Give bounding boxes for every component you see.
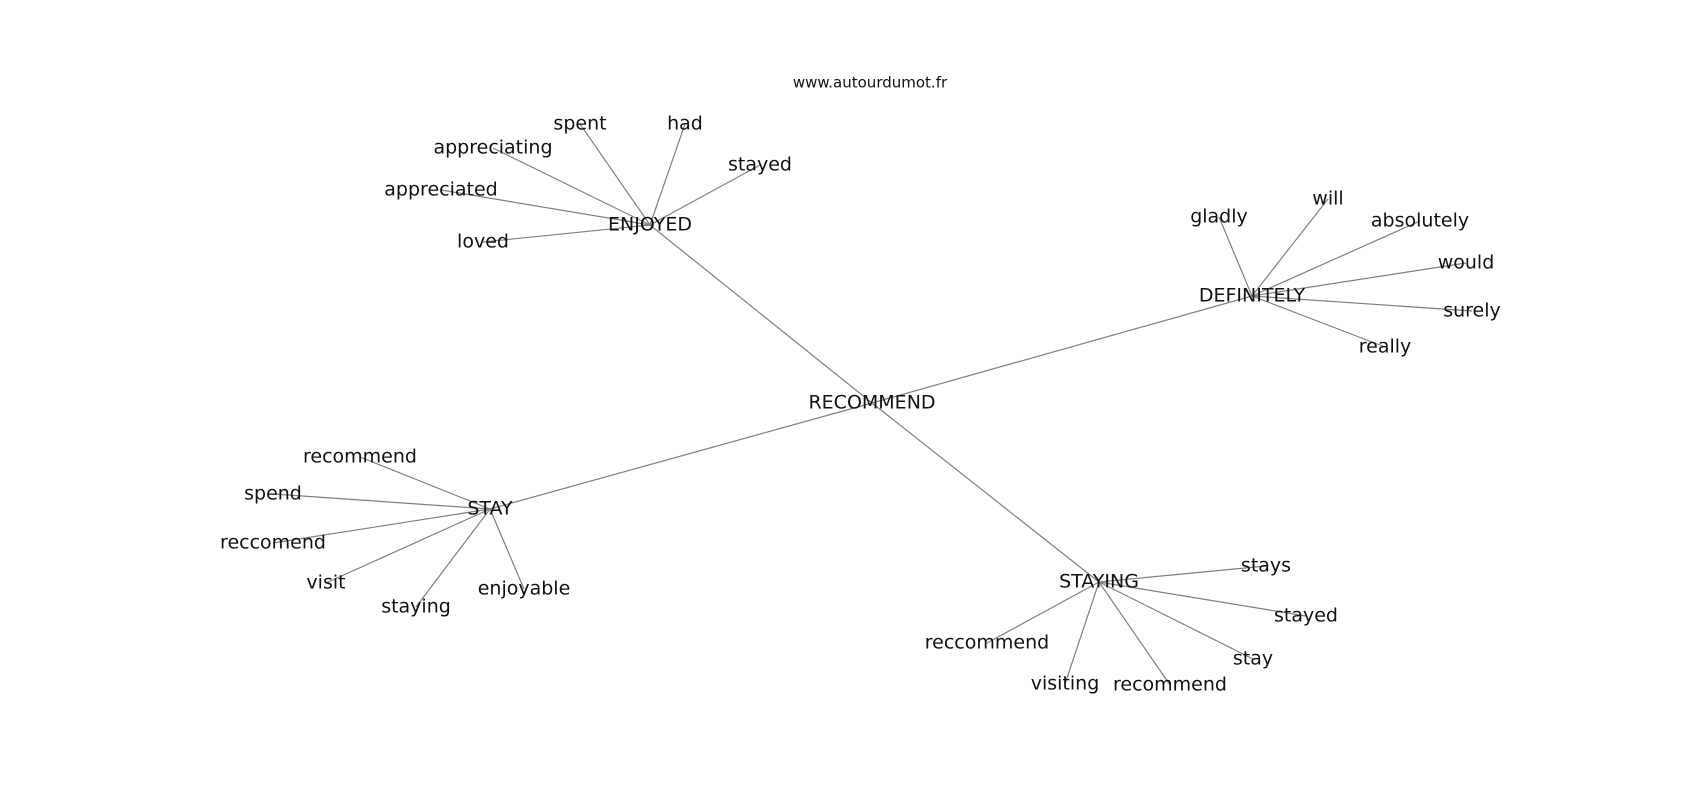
edge-hub-1-to-leaf-1 bbox=[1251, 198, 1329, 297]
leaf-node-label: really bbox=[1359, 336, 1412, 358]
leaf-node-label: recommend bbox=[1113, 674, 1227, 696]
edge-hub-2-to-leaf-4 bbox=[415, 508, 491, 608]
edge-hub-3-to-leaf-4 bbox=[1064, 581, 1100, 685]
leaf-node-label: recommend bbox=[303, 446, 417, 468]
edge-hub-1-to-leaf-3 bbox=[1251, 262, 1467, 297]
edge-hub-0-to-leaf-2 bbox=[492, 147, 651, 226]
leaf-node-label: reccommend bbox=[925, 632, 1049, 654]
hub-node-label: ENJOYED bbox=[608, 214, 692, 236]
hub-node-label: DEFINITELY bbox=[1199, 285, 1306, 307]
leaf-node-label: had bbox=[667, 113, 703, 135]
leaf-node-label: will bbox=[1312, 188, 1343, 210]
edge-hub-0-to-leaf-4 bbox=[440, 189, 651, 226]
leaf-node-label: stay bbox=[1233, 648, 1273, 670]
edge-hub-1-to-leaf-4 bbox=[1251, 295, 1473, 312]
edge-hub-1-to-leaf-0 bbox=[1218, 216, 1253, 297]
leaf-node-label: staying bbox=[381, 596, 451, 618]
edge-hub-0-to-leaf-5 bbox=[482, 224, 651, 243]
leaf-node-label: enjoyable bbox=[478, 578, 571, 600]
edge-hub-2-to-leaf-1 bbox=[272, 493, 491, 510]
edge-hub-3-to-leaf-3 bbox=[1098, 581, 1254, 660]
edge-hub-3-to-leaf-0 bbox=[1098, 565, 1267, 583]
edge-hub-2-to-leaf-3 bbox=[325, 508, 491, 584]
edge-hub-3-to-leaf-2 bbox=[986, 581, 1100, 644]
leaf-node-label: appreciated bbox=[384, 179, 497, 201]
edge-center-to-hub-2 bbox=[489, 402, 873, 510]
edge-center-to-hub-1 bbox=[871, 295, 1253, 404]
leaf-node-label: spend bbox=[244, 483, 302, 505]
edge-hub-2-to-leaf-5 bbox=[489, 508, 525, 590]
hub-node-label: STAY bbox=[467, 498, 513, 520]
leaf-node-label: stayed bbox=[1274, 605, 1338, 627]
leaf-node-label: visiting bbox=[1031, 673, 1100, 695]
edge-hub-3-to-leaf-5 bbox=[1098, 581, 1171, 686]
edge-hub-0-to-leaf-3 bbox=[649, 164, 761, 226]
edge-hub-3-to-leaf-1 bbox=[1098, 581, 1307, 617]
center-node-label: RECOMMEND bbox=[808, 392, 935, 414]
edge-hub-1-to-leaf-2 bbox=[1251, 220, 1421, 297]
hub-node-label: STAYING bbox=[1059, 571, 1139, 593]
edge-hub-0-to-leaf-1 bbox=[649, 123, 686, 226]
leaf-node-label: surely bbox=[1443, 300, 1501, 322]
site-watermark: www.autourdumot.fr bbox=[793, 74, 948, 92]
graph-edges bbox=[272, 123, 1473, 686]
leaf-node-label: absolutely bbox=[1371, 210, 1469, 232]
edge-hub-0-to-leaf-0 bbox=[579, 123, 651, 226]
leaf-node-label: stays bbox=[1241, 555, 1291, 577]
leaf-node-label: visit bbox=[306, 572, 345, 594]
leaf-node-label: stayed bbox=[728, 154, 792, 176]
leaf-node-label: would bbox=[1438, 252, 1495, 274]
graph-labels: www.autourdumot.fr RECOMMEND spent had app… bbox=[220, 74, 1501, 696]
edge-hub-2-to-leaf-2 bbox=[272, 508, 491, 544]
leaf-node-label: loved bbox=[457, 231, 509, 253]
edge-center-to-hub-3 bbox=[871, 402, 1100, 583]
leaf-node-label: spent bbox=[553, 113, 606, 135]
leaf-node-label: reccomend bbox=[220, 532, 326, 554]
edge-hub-2-to-leaf-0 bbox=[359, 456, 491, 510]
edge-center-to-hub-0 bbox=[649, 224, 873, 404]
leaf-node-label: appreciating bbox=[433, 137, 552, 159]
edge-hub-1-to-leaf-5 bbox=[1251, 295, 1386, 348]
leaf-node-label: gladly bbox=[1190, 206, 1248, 228]
